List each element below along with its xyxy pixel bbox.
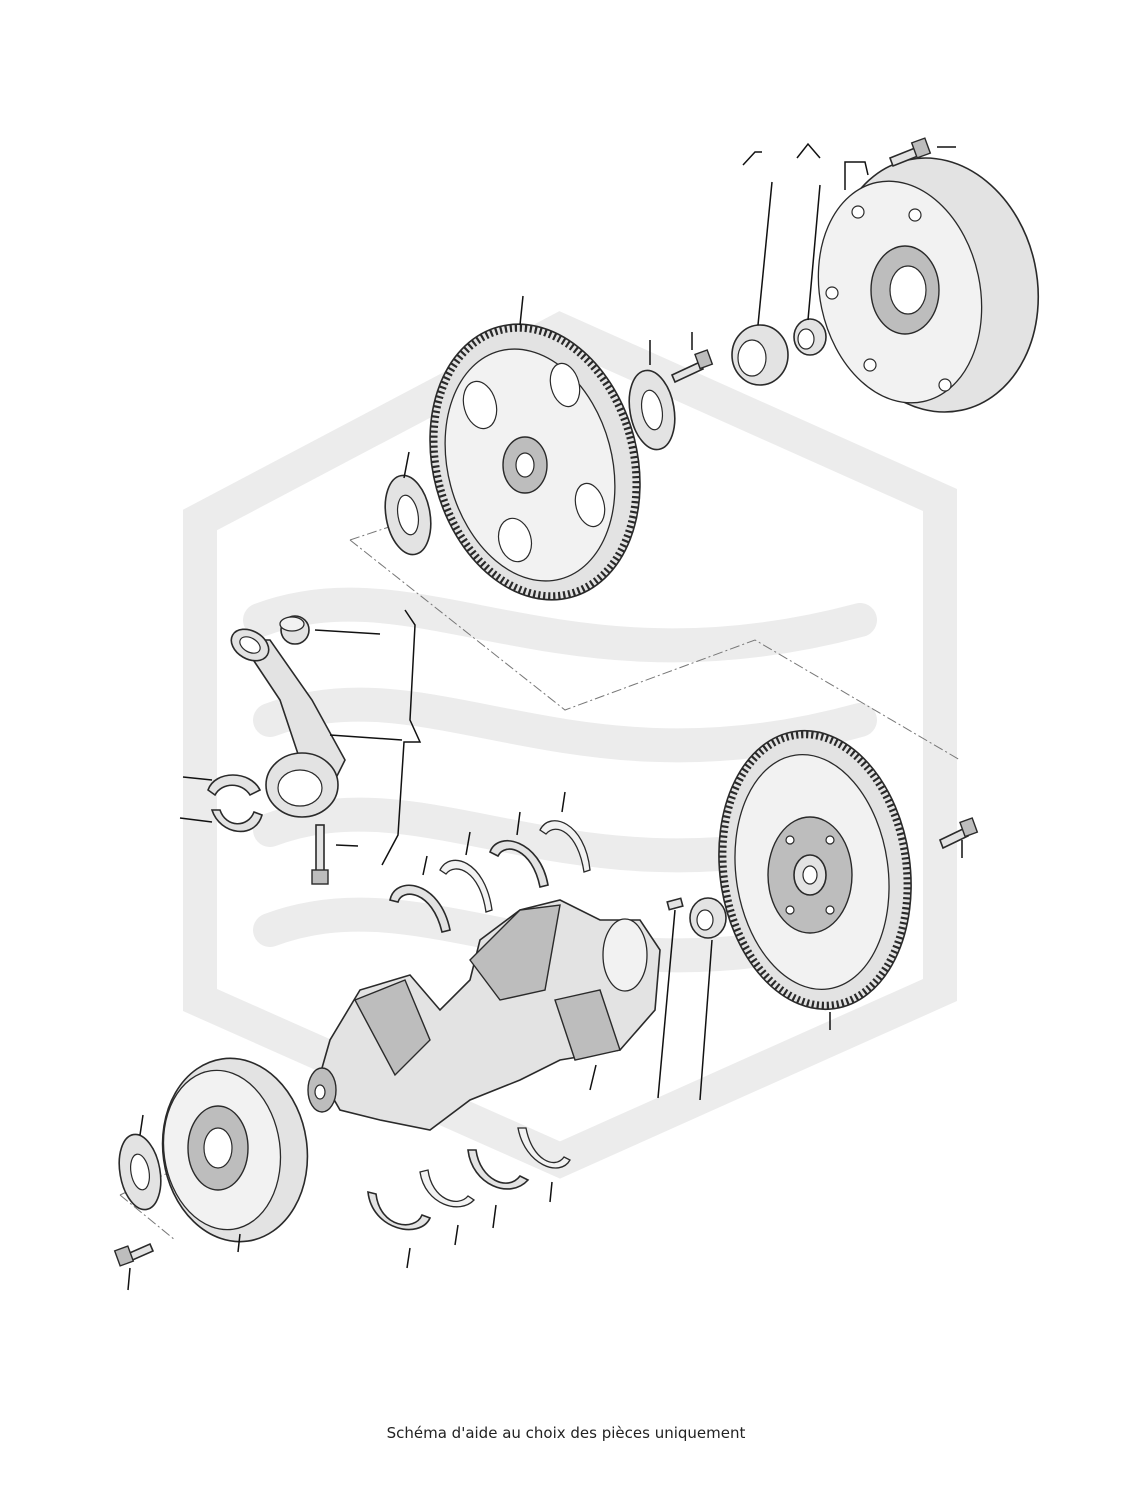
spigot-bush[interactable]	[689, 897, 727, 939]
leader-lines	[127, 142, 963, 1291]
flywheel-bolt[interactable]	[938, 817, 979, 850]
damper-bolt[interactable]	[113, 1242, 155, 1267]
rod-bearing-shells[interactable]	[207, 774, 263, 833]
damper-washer[interactable]	[114, 1131, 167, 1213]
connecting-rod[interactable]	[226, 623, 346, 818]
crank-pin-dowel[interactable]	[666, 897, 684, 911]
clutch-housing[interactable]	[798, 139, 1061, 432]
vibration-damper-pulley[interactable]	[151, 1049, 319, 1251]
shim-washer-upper[interactable]	[623, 367, 680, 453]
main-bearing-shells-upper[interactable]	[389, 820, 591, 933]
main-bearing-shells-lower[interactable]	[367, 1127, 571, 1231]
flex-plate[interactable]	[400, 300, 670, 623]
pilot-bearing[interactable]	[731, 324, 789, 386]
diagram-caption: Schéma d'aide au choix des pièces unique…	[386, 1424, 746, 1442]
small-end-bush[interactable]	[279, 615, 310, 645]
bearing-sleeve[interactable]	[793, 318, 827, 356]
crankshaft[interactable]	[307, 899, 661, 1131]
dual-mass-flywheel[interactable]	[701, 718, 928, 1022]
flex-plate-bolt[interactable]	[670, 349, 714, 384]
rod-bolt[interactable]	[311, 824, 329, 885]
shim-washer-lower[interactable]	[379, 472, 436, 558]
housing-bolt[interactable]	[888, 137, 932, 168]
